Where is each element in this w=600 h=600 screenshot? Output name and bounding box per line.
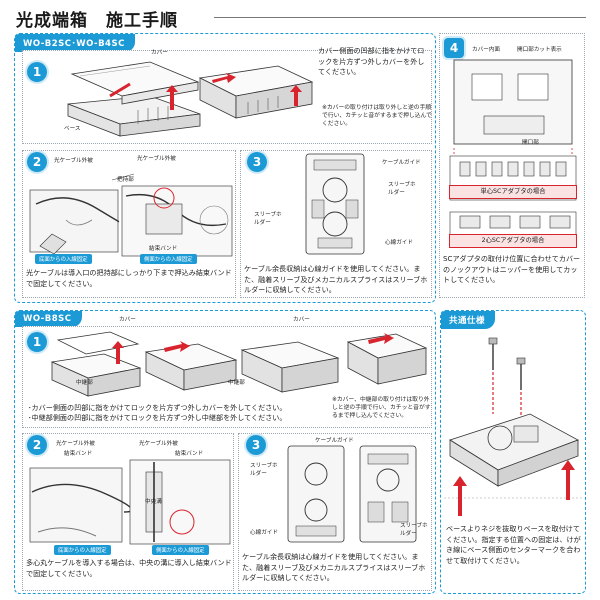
panel-a-tag: WO-B2SC･WO-B4SC [15,34,135,52]
step1-instruction: カバー側面の凹部に指をかけてロックを片方ずつ外しカバーを外してください。 [318,46,425,77]
box-double-sc: 2心SCアダプタの場合 [449,234,577,248]
step-number-1: 1 [27,62,47,82]
box-open-illustration [67,61,314,137]
label-cable-outer-2: 光ケーブル外被 [137,156,176,162]
cover-knockout-illustration [449,59,577,243]
label-sleeve-holder-right: スリーブホルダー [388,182,416,196]
label-cable-outer: 光ケーブル外被 [54,158,93,164]
label-cover-b-2: カバー [293,317,310,323]
step2-instruction: 光ケーブルは導入口の把持部にしっかり下まで押込み結束バンドで固定してください。 [26,268,232,288]
pill-b-bottom-entry: 底面からの入線固定 [54,545,111,555]
label-sleeve-holder-left: スリーブホルダー [254,212,282,226]
label-opening: 開口部 [522,140,539,146]
step-number-2-b: 2 [27,435,47,455]
label-b-tie-band: 結束バンド [64,451,93,457]
step1-b-instruction-1: ･カバー側面の凹部に指をかけてロックを片方ずつ外しカバーを外してください。 [28,403,287,412]
step1-note: ※カバーの取り付けは取り外しと逆の手順で行い、カチッと音がするまで押し込んでくだ… [322,105,432,128]
step3-b-instruction: ケーブル余長収納は心線ガイドを使用してください。また、融着スリーブ及びメカニカル… [242,552,426,583]
step-number-1-b: 1 [27,332,47,352]
label-cable-guide: ケーブルガイド [382,160,421,166]
label-b-cable-guide: ケーブルガイド [315,438,354,444]
label-b-core-guide: 心線ガイド [250,530,278,536]
step-number-2: 2 [27,152,47,172]
pill-bottom-entry: 底面からの入線固定 [35,254,92,264]
label-knockout-mark: 開口部カット表示 [517,47,562,53]
box-single-sc: 単心SCアダプタの場合 [449,185,577,199]
inner-layout-illustration [305,153,365,255]
label-b-cable-outer-2: 光ケーブル外被 [139,441,178,447]
cable-clamp-illustration [29,173,233,257]
step1-b-note: ※カバー、中継部の取り付けは取り外しと逆の手順で行い、カチッと音がするまで押し込… [332,397,431,420]
step-number-4: 4 [444,38,464,58]
pill-b-side-entry: 側面からの入線固定 [152,545,209,555]
step1-b-instruction-2: ･中継部側面の凹部に指をかけてロックを片方ずつ外し中継部を外してください。 [28,413,287,422]
step-number-3-b: 3 [246,435,266,455]
b8sc-open-illustration [50,331,428,397]
label-center-groove: 中央溝 [145,499,162,505]
step4-instruction: SCアダプタの取付け位置に合わせてカバーのノックアウトはニッパーを使用してカット… [443,254,581,285]
b8sc-cable-illustration [29,459,231,545]
label-b-tie-band-2: 結束バンド [175,451,204,457]
pill-side-entry: 側面からの入線固定 [140,254,197,264]
page-title: 光成端箱 施工手順 [16,11,178,31]
panel-c-tag: 共通仕様 [441,311,496,329]
base-mounting-illustration [444,337,584,516]
label-relay: 中継部 [76,380,93,386]
label-core-guide: 心線ガイド [385,240,413,246]
panel-b-tag: WO-B8SC [15,311,82,327]
label-tie-band: 結束バンド [149,246,178,252]
common-spec-instruction: ベースよりネジを抜取りベースを取付けてください。指定する位置への固定は、けがき線… [446,524,581,565]
label-relay-2: 中継部 [228,380,245,386]
label-grip: 把持部 [117,177,134,183]
label-cover-b: カバー [119,317,136,323]
title-rule [214,17,586,18]
b8sc-inner-illustration [287,445,417,543]
label-b-sleeve-holder-right: スリーブホルダー [400,523,428,537]
label-cover-inner: カバー内面 [472,47,500,53]
step3-instruction: ケーブル余長収納は心線ガイドを使用してください。また、融着スリーブ及びメカニカル… [244,264,428,295]
label-base: ベース [64,126,81,132]
label-cover: カバー [151,50,168,56]
label-b-sleeve-holder-left: スリーブホルダー [250,463,278,477]
step-number-3: 3 [247,152,267,172]
step2-b-instruction: 多心丸ケーブルを導入する場合は、中央の溝に導入し結束バンドで固定してください。 [26,558,232,578]
label-b-cable-outer: 光ケーブル外被 [56,441,95,447]
